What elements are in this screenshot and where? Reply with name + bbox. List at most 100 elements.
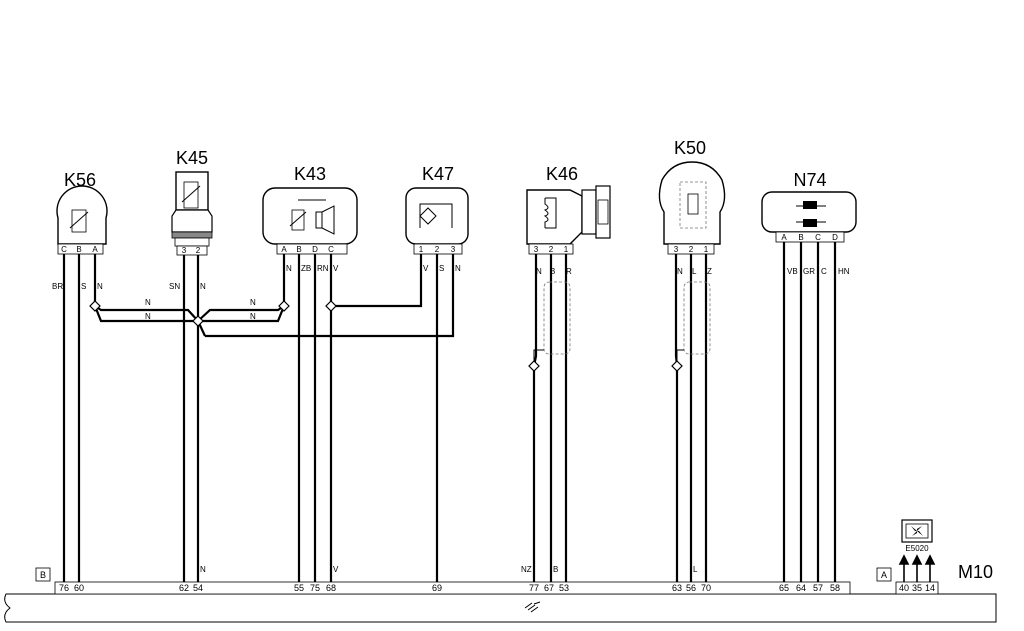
connector-b-label: B — [40, 570, 46, 580]
ecu-pin: 57 — [813, 583, 823, 593]
k56-pin-a: A — [92, 245, 98, 254]
k47-pin-1: 1 — [419, 245, 424, 254]
ecu-pin: 68 — [326, 583, 336, 593]
n74-wire-gr: GR — [803, 267, 815, 276]
ecu-wire-k46-nz: NZ — [521, 565, 532, 574]
connector-a-box — [876, 567, 892, 582]
ecu-pin: 64 — [796, 583, 806, 593]
k47-title: K47 — [422, 164, 454, 184]
component-k56: K56 C B A BR S N — [52, 170, 108, 291]
ecu-pin: 58 — [830, 583, 840, 593]
n74-pin-b: B — [798, 233, 803, 242]
ecu-pin: 70 — [701, 583, 711, 593]
component-n74: N74 A B C D VB GR C HN — [761, 170, 857, 276]
k45-wire-sn: SN — [169, 282, 180, 291]
ecu-pin-numbers: 76 60 62 54 55 75 68 69 77 67 53 63 56 7… — [59, 583, 935, 593]
k46-pin-3: 3 — [534, 245, 539, 254]
k46-wire-n: N — [536, 267, 542, 276]
k46-title: K46 — [546, 164, 578, 184]
ecu-pin: 75 — [310, 583, 320, 593]
splice-k43-c — [325, 300, 337, 312]
n74-pin-d: D — [832, 233, 838, 242]
k45-housing — [175, 171, 209, 211]
k45-pin-2: 2 — [196, 246, 201, 255]
n74-wire-vb: VB — [787, 267, 798, 276]
k46-pin-1: 1 — [564, 245, 569, 254]
k50-wire-n: N — [677, 267, 683, 276]
ecu-pin: 60 — [74, 583, 84, 593]
bus-label-n2: N — [145, 312, 151, 321]
k56-wire-s: S — [81, 282, 86, 291]
ecu-pin: 69 — [432, 583, 442, 593]
bus-label-n3: N — [250, 298, 256, 307]
k45-wire-n: N — [200, 282, 206, 291]
k50-wire-z: Z — [707, 267, 712, 276]
k47-pin-3: 3 — [451, 245, 456, 254]
splice-center — [192, 315, 204, 327]
ecu-module: B A M10 — [4, 562, 997, 623]
k45-sensor-icon — [183, 181, 199, 209]
k43-pin-a: A — [281, 245, 287, 254]
k43-wire-v: V — [333, 264, 339, 273]
k56-pin-c: C — [61, 245, 67, 254]
k47-wire-n: N — [455, 264, 461, 273]
k56-pin-b: B — [76, 245, 81, 254]
ecu-wire-k46-b: B — [553, 565, 558, 574]
n74-element-icon — [803, 201, 817, 209]
ecu-pin: 65 — [779, 583, 789, 593]
ecu-pin: 76 — [59, 583, 69, 593]
k56-housing — [56, 185, 108, 245]
n74-wire-hn: HN — [838, 267, 850, 276]
k47-housing — [405, 187, 469, 245]
ecu-pin: 53 — [559, 583, 569, 593]
ecu-wire-k45-n: N — [200, 565, 206, 574]
k47-sensor-icon — [419, 203, 453, 228]
splice-k43 — [278, 300, 290, 312]
ecu-pin: 67 — [544, 583, 554, 593]
n74-pin-a: A — [781, 233, 787, 242]
splice-k50 — [671, 360, 683, 372]
k43-pin-b: B — [296, 245, 301, 254]
connector-b-box — [35, 567, 51, 582]
ecu-pin: 55 — [294, 583, 304, 593]
k43-wire-n: N — [286, 264, 292, 273]
component-k50: K50 3 2 1 N L Z — [658, 138, 726, 276]
k50-pin-3: 3 — [674, 245, 679, 254]
n74-title: N74 — [793, 170, 826, 190]
k43-pin-c: C — [328, 245, 334, 254]
ecu-pin: 35 — [912, 583, 922, 593]
k45-title: K45 — [176, 148, 208, 168]
ecu-pin: 40 — [899, 583, 909, 593]
k56-wire-n: N — [97, 282, 103, 291]
n74-wire-c: C — [821, 267, 827, 276]
ecu-wire-k43-v: V — [333, 565, 339, 574]
k56-title: K56 — [64, 170, 96, 190]
component-k46: K46 3 2 1 N B R — [526, 164, 611, 276]
bus-label-n4: N — [250, 312, 256, 321]
k43-title: K43 — [294, 164, 326, 184]
splice-k46 — [528, 360, 540, 372]
k46-coil-icon — [543, 197, 557, 229]
ecu-pin: 14 — [925, 583, 935, 593]
n74-pin-c: C — [815, 233, 821, 242]
wires — [62, 242, 837, 582]
ecu-pin: 56 — [686, 583, 696, 593]
k43-wire-zb: ZB — [301, 264, 311, 273]
k47-pin-2: 2 — [435, 245, 440, 254]
k43-housing — [262, 187, 358, 245]
k47-wire-v: V — [423, 264, 429, 273]
k56-sensor-icon — [71, 209, 87, 233]
k46-pin-2: 2 — [549, 245, 554, 254]
connector-b-strip — [54, 581, 851, 595]
k50-sensor-icon — [687, 193, 699, 215]
k43-sensor-icon — [291, 209, 305, 231]
ecu-pin: 63 — [672, 583, 682, 593]
k50-wire-l: L — [692, 267, 697, 276]
component-k43: K43 A B D C N ZB RN V — [262, 164, 358, 273]
k50-title: K50 — [674, 138, 706, 158]
e5020-block: E5020 — [898, 519, 936, 582]
k43-wire-rn: RN — [317, 264, 329, 273]
fan-icon — [911, 526, 923, 536]
k45-pin-3: 3 — [182, 246, 187, 255]
e5020-label: E5020 — [905, 544, 929, 553]
